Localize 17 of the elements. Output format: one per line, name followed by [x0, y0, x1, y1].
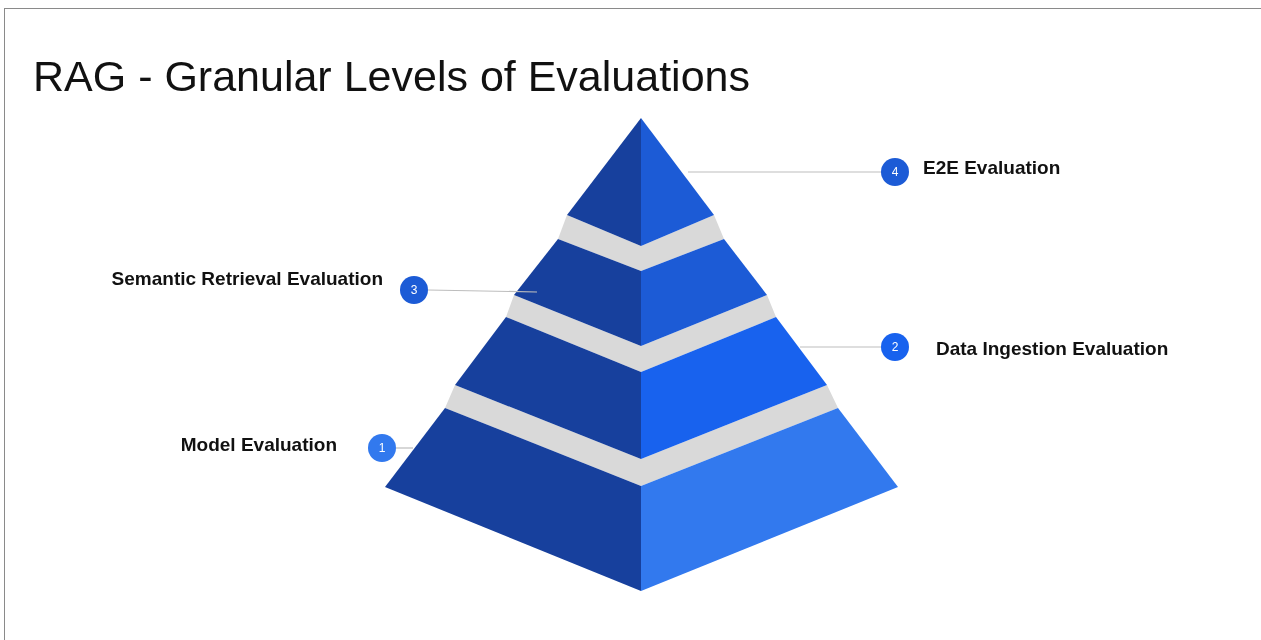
- pyramid-tier: [455, 295, 827, 459]
- leader-line: [427, 289, 538, 293]
- callout-number: 3: [400, 276, 428, 304]
- level-label: E2E Evaluation: [923, 157, 1061, 179]
- pyramid-tier: [514, 215, 767, 346]
- leader-line: [799, 346, 882, 348]
- pyramid-tip: [567, 118, 714, 246]
- leader-line: [687, 171, 882, 173]
- level-label: Model Evaluation: [180, 434, 337, 456]
- callout-number: 4: [881, 158, 909, 186]
- diagram-title: RAG - Granular Levels of Evaluations: [33, 52, 750, 100]
- callout-number: 2: [881, 333, 909, 361]
- leader-line: [395, 447, 414, 449]
- pyramid-tier: [385, 385, 898, 591]
- callout-number: 1: [368, 434, 396, 462]
- level-label: Semantic Retrieval Evaluation: [111, 268, 383, 290]
- level-label: Data Ingestion Evaluation: [936, 338, 1169, 360]
